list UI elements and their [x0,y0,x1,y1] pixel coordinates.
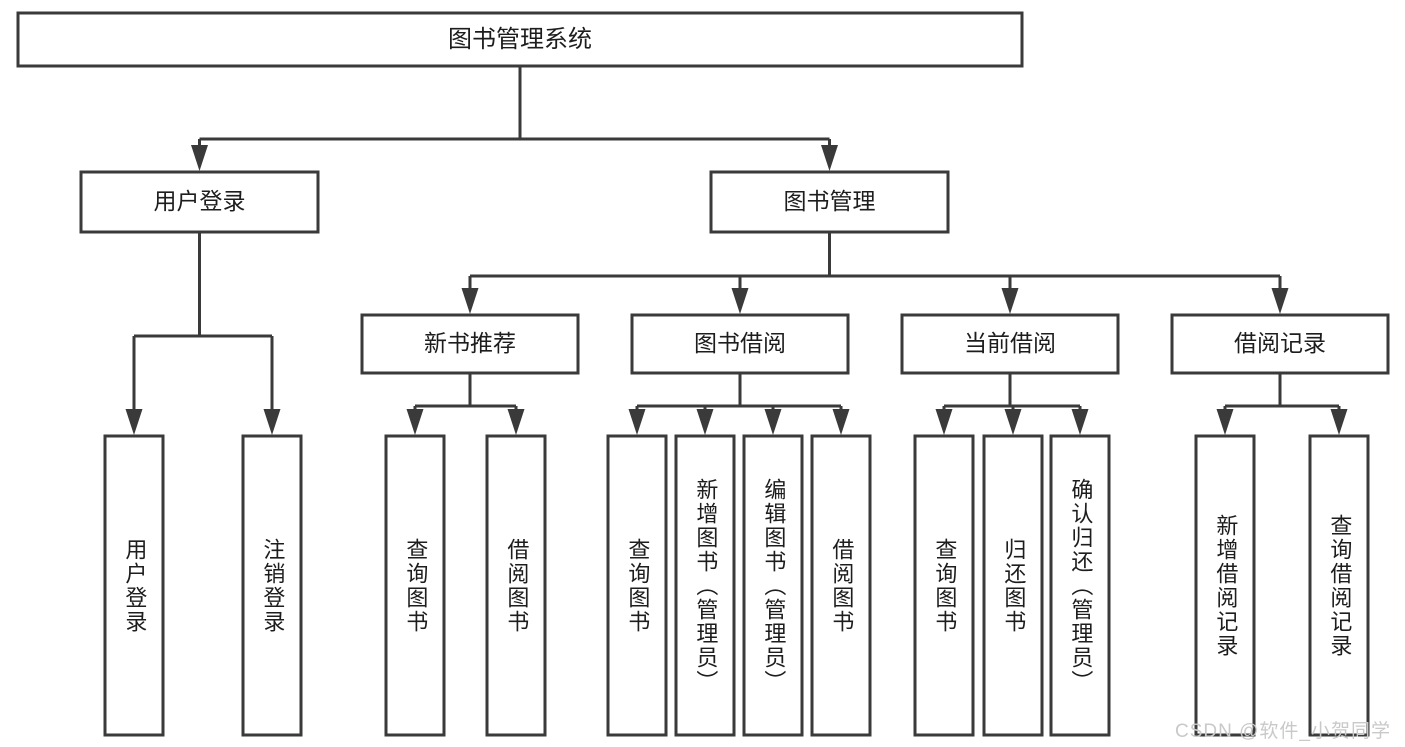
arrow-head-icon [764,409,782,435]
node-box-current-borrow[interactable] [900,313,1120,375]
arrow-head-icon [1071,409,1089,435]
node-label-user-login: 用户登录 [154,188,246,214]
arrow-head-icon [1001,288,1019,314]
node-label-current-borrow: 当前借阅 [964,330,1056,356]
node-box-book-borrow[interactable] [630,313,850,375]
node-box-leaf-confirm-return[interactable] [1049,434,1111,737]
node-label-new-book-rec: 新书推荐 [424,330,516,356]
node-box-book-manage[interactable] [709,170,950,234]
node-box-leaf-borrow-book-1[interactable] [485,434,547,737]
arrow-head-icon [731,288,749,314]
node-box-user-login[interactable] [79,170,320,234]
node-box-borrow-record[interactable] [1170,313,1390,375]
arrow-head-icon [935,409,953,435]
arrow-head-icon [1330,409,1348,435]
node-label-root: 图书管理系统 [448,26,592,53]
arrow-head-icon [507,409,525,435]
node-box-root[interactable] [16,11,1024,68]
arrow-head-icon [406,409,424,435]
arrow-head-icon [263,409,281,435]
node-box-leaf-query-book-1[interactable] [384,434,446,737]
arrow-head-icon [125,409,143,435]
arrow-head-icon [1271,288,1289,314]
arrow-head-icon [1216,409,1234,435]
node-box-leaf-return-book[interactable] [982,434,1044,737]
node-box-layer [16,11,1390,737]
node-box-leaf-borrow-book-2[interactable] [810,434,872,737]
arrow-head-icon [461,288,479,314]
node-box-leaf-query-book-2[interactable] [606,434,668,737]
node-label-book-borrow: 图书借阅 [694,330,786,356]
arrow-head-icon [628,409,646,435]
arrow-head-icon [696,409,714,435]
node-box-new-book-rec[interactable] [360,313,580,375]
arrow-head-icon [821,145,838,171]
arrow-head-icon [191,145,208,171]
connector-layer [125,66,1348,435]
node-box-leaf-add-book[interactable] [674,434,736,737]
node-box-leaf-edit-book[interactable] [742,434,804,737]
arrow-head-icon [1004,409,1022,435]
node-label-book-manage: 图书管理 [784,188,876,214]
node-box-leaf-add-record[interactable] [1194,434,1256,737]
node-box-leaf-query-record[interactable] [1308,434,1370,737]
node-box-leaf-user-login[interactable] [103,434,165,737]
node-label-borrow-record: 借阅记录 [1234,330,1326,356]
node-box-leaf-query-book-3[interactable] [913,434,975,737]
arrow-head-icon [832,409,850,435]
node-box-leaf-logout[interactable] [241,434,303,737]
